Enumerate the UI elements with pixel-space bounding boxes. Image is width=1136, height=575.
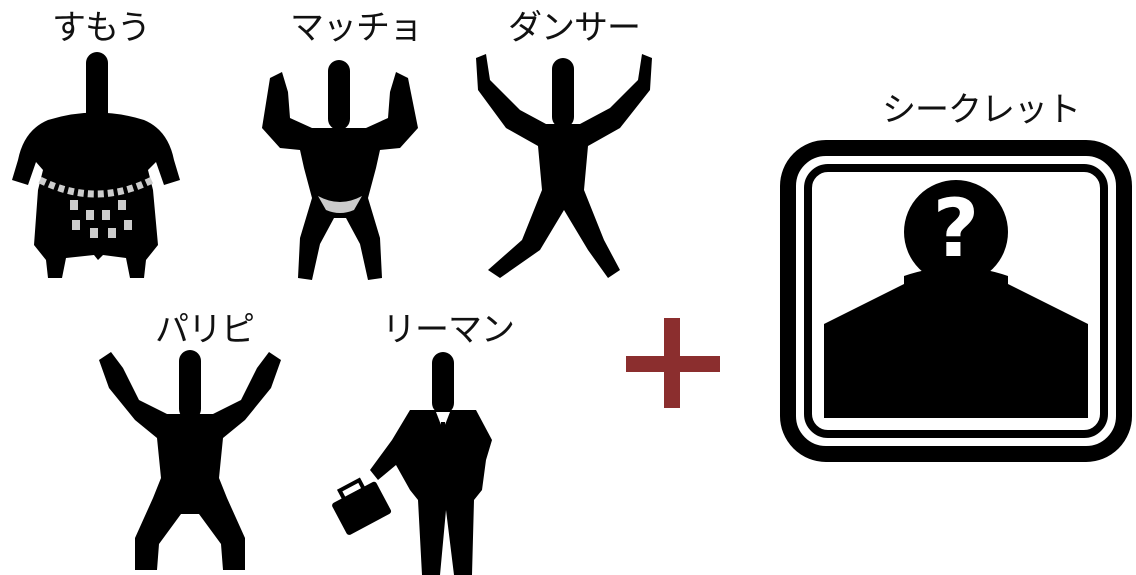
secret-character-icon: ? xyxy=(780,140,1132,462)
label-party: パリピ xyxy=(155,310,254,350)
label-macho: マッチョ xyxy=(290,8,422,48)
label-sumo: すもう xyxy=(52,8,150,48)
label-dancer: ダンサー xyxy=(508,8,640,48)
label-salaryman: リーマン xyxy=(382,310,514,350)
bodybuilder-icon xyxy=(250,58,430,288)
question-mark: ? xyxy=(928,184,984,274)
sumo-wrestler-icon xyxy=(8,50,183,285)
plus-icon xyxy=(626,318,720,408)
salaryman-icon xyxy=(336,350,506,575)
dancer-icon xyxy=(470,50,660,285)
party-person-icon xyxy=(95,348,285,575)
label-secret: シークレット xyxy=(882,90,1080,130)
